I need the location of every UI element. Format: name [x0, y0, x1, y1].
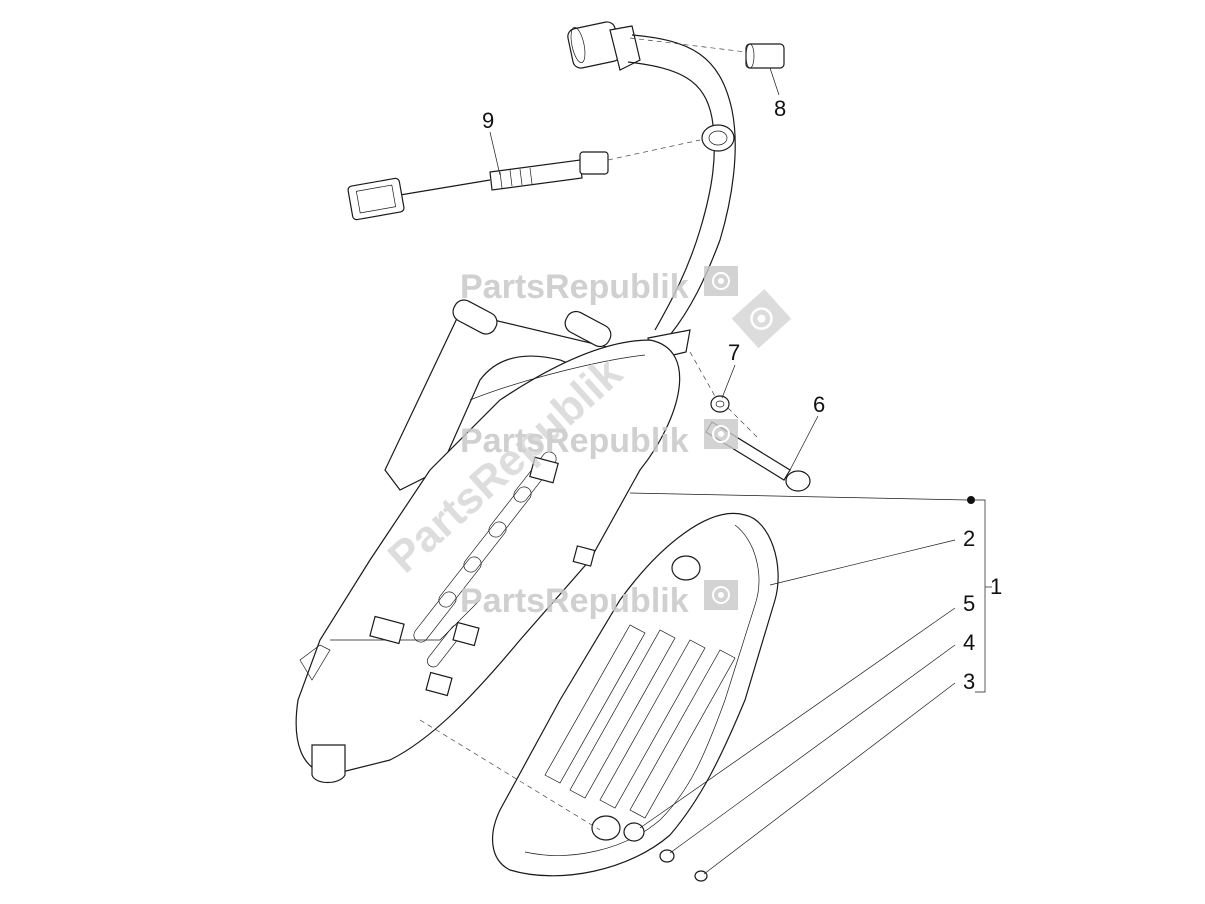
gear-icon	[731, 289, 792, 349]
gear-icon	[704, 419, 738, 449]
watermark-text: PartsRepublik	[460, 582, 689, 620]
gear-icon	[704, 580, 738, 610]
muffler-body	[295, 299, 681, 784]
exhaust-pipe	[567, 21, 736, 361]
callout-2: 2	[963, 526, 975, 551]
callout-6: 6	[813, 392, 825, 417]
callout-3: 3	[963, 669, 975, 694]
gear-icon	[704, 266, 738, 296]
callout-7: 7	[728, 340, 740, 365]
callout-1: 1	[990, 574, 1002, 599]
lambda-sensor	[347, 151, 609, 221]
callout-9: 9	[482, 108, 494, 133]
watermark-text: PartsRepublik	[460, 268, 689, 306]
callouts: 9 8 7 6 2 1 5 4 3	[482, 96, 1002, 694]
callout-5: 5	[963, 591, 975, 616]
assembly-lines	[419, 37, 761, 831]
leader-lines	[489, 67, 992, 875]
callout-4: 4	[963, 630, 975, 655]
watermark-text: PartsRepublik	[460, 422, 689, 460]
callout-8: 8	[774, 96, 786, 121]
